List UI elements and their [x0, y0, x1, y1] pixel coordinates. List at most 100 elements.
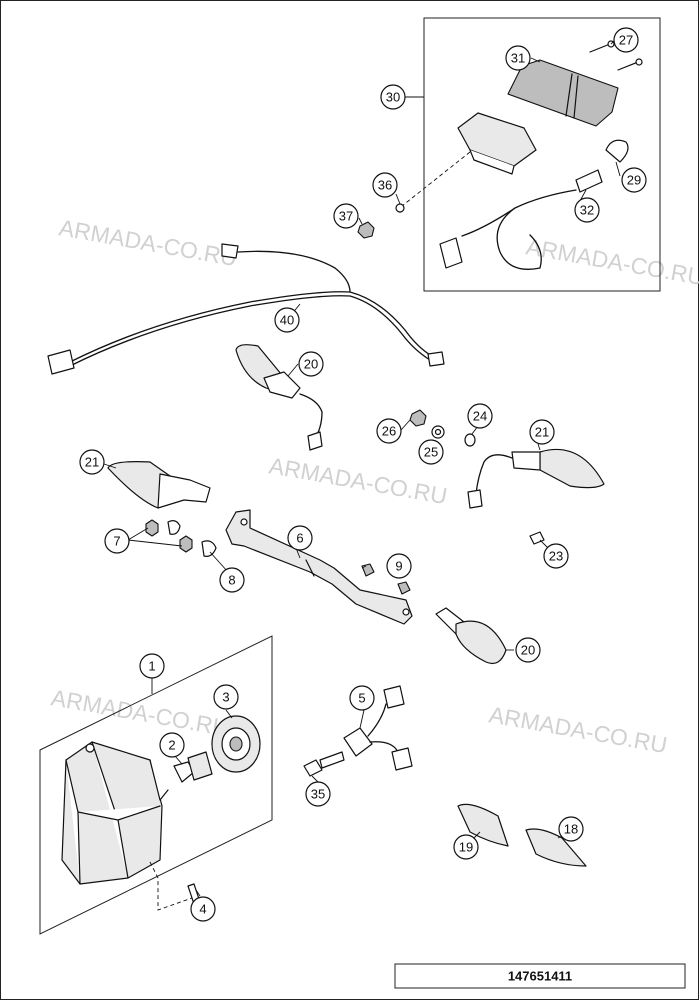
leader-line [103, 463, 117, 469]
callout-6[interactable]: 6 [287, 525, 313, 551]
callout-31[interactable]: 31 [505, 45, 531, 71]
callout-8[interactable]: 8 [219, 567, 245, 593]
leader-line [361, 565, 367, 569]
headlight-facet [149, 759, 169, 801]
callout-label: 5 [358, 691, 365, 706]
callout-label: 23 [549, 549, 563, 564]
indicator-plug [467, 489, 483, 509]
callout-25[interactable]: 25 [418, 439, 444, 465]
turn-signal-right [467, 443, 605, 509]
callout-label: 19 [459, 840, 473, 855]
callout-label: 20 [304, 357, 318, 372]
callout-3[interactable]: 3 [213, 684, 239, 710]
harness-wire [237, 250, 351, 293]
callout-26[interactable]: 26 [376, 418, 402, 444]
watermark: ARMADA-CO.RU [487, 701, 669, 758]
leader-line [400, 419, 411, 431]
parking-light-group [303, 685, 413, 783]
indicator-body [511, 451, 541, 471]
indicator-body [263, 371, 301, 399]
callout-36[interactable]: 36 [372, 172, 398, 198]
tail-housing [457, 112, 537, 167]
callout-20[interactable]: 20 [515, 637, 541, 663]
callout-37[interactable]: 37 [333, 203, 359, 229]
mount-line [401, 151, 471, 207]
callout-label: 21 [535, 425, 549, 440]
callout-7[interactable]: 7 [104, 528, 130, 554]
leader-line [127, 527, 149, 541]
leader-line [195, 889, 201, 897]
tail-cable [496, 189, 577, 270]
indicator-plug [307, 431, 323, 451]
dust-cover-hole [229, 736, 243, 752]
callout-label: 9 [395, 559, 402, 574]
callout-label: 25 [424, 445, 438, 460]
leader-line [287, 363, 299, 377]
bracket-hole [240, 518, 248, 526]
tail-bulb [605, 139, 629, 163]
housing-base [469, 149, 515, 175]
callout-label: 18 [564, 822, 578, 837]
indicator-lens [455, 620, 507, 665]
wiring-harness [47, 243, 445, 375]
callout-21[interactable]: 21 [529, 419, 555, 445]
screw-4-path [149, 861, 193, 911]
callout-4[interactable]: 4 [190, 896, 216, 922]
callout-9[interactable]: 9 [386, 553, 412, 579]
cover-19 [457, 803, 509, 847]
callout-label: 6 [296, 531, 303, 546]
tail-cable [461, 207, 516, 237]
callout-30[interactable]: 30 [380, 84, 406, 110]
callout-5[interactable]: 5 [349, 685, 375, 711]
document-number-frame [394, 963, 686, 989]
callout-label: 4 [199, 902, 206, 917]
tail-light-box [423, 17, 661, 292]
leader-line [359, 709, 365, 729]
watermark: ARMADA-CO.RU [49, 684, 231, 741]
nut [357, 221, 375, 239]
callout-20[interactable]: 20 [298, 351, 324, 377]
harness-connector [427, 351, 445, 367]
callout-35[interactable]: 35 [305, 781, 331, 807]
leader-line [537, 443, 541, 451]
callout-32[interactable]: 32 [574, 197, 600, 223]
headlight-facet [77, 805, 161, 821]
tail-lens [507, 59, 619, 127]
callout-label: 31 [511, 51, 525, 66]
callout-19[interactable]: 19 [453, 834, 479, 860]
callout-27[interactable]: 27 [613, 27, 639, 53]
leader-line [473, 831, 481, 839]
callout-2[interactable]: 2 [159, 732, 185, 758]
callout-40[interactable]: 40 [274, 307, 300, 333]
tail-light-group [357, 17, 661, 292]
headlight-mount [85, 743, 95, 753]
indicator-covers [457, 803, 587, 867]
bulb-base [187, 751, 213, 781]
callout-label: 21 [85, 455, 99, 470]
callout-label: 8 [228, 573, 235, 588]
cover-18 [525, 828, 587, 867]
callout-21[interactable]: 21 [79, 449, 105, 475]
callout-label: 27 [619, 33, 633, 48]
harness-connector [47, 349, 75, 375]
callout-label: 32 [580, 203, 594, 218]
spacer-8 [201, 540, 217, 557]
document-number: 147651411 [508, 969, 572, 984]
parking-bulb-base [319, 751, 345, 769]
callout-29[interactable]: 29 [621, 167, 647, 193]
leader-line [127, 539, 183, 547]
small-parts-mid [400, 409, 549, 549]
indicator-wire [475, 454, 513, 495]
tail-connector [439, 237, 463, 269]
turn-signal-lower [435, 607, 514, 665]
nut-26 [409, 409, 427, 427]
callout-23[interactable]: 23 [543, 543, 569, 569]
harness-wire [69, 291, 433, 363]
bracket-hole [402, 608, 410, 616]
callout-label: 2 [168, 738, 175, 753]
harness-wire [69, 295, 431, 367]
callout-18[interactable]: 18 [558, 816, 584, 842]
callout-1[interactable]: 1 [139, 653, 165, 679]
nut-7 [179, 535, 193, 553]
callout-24[interactable]: 24 [467, 403, 493, 429]
